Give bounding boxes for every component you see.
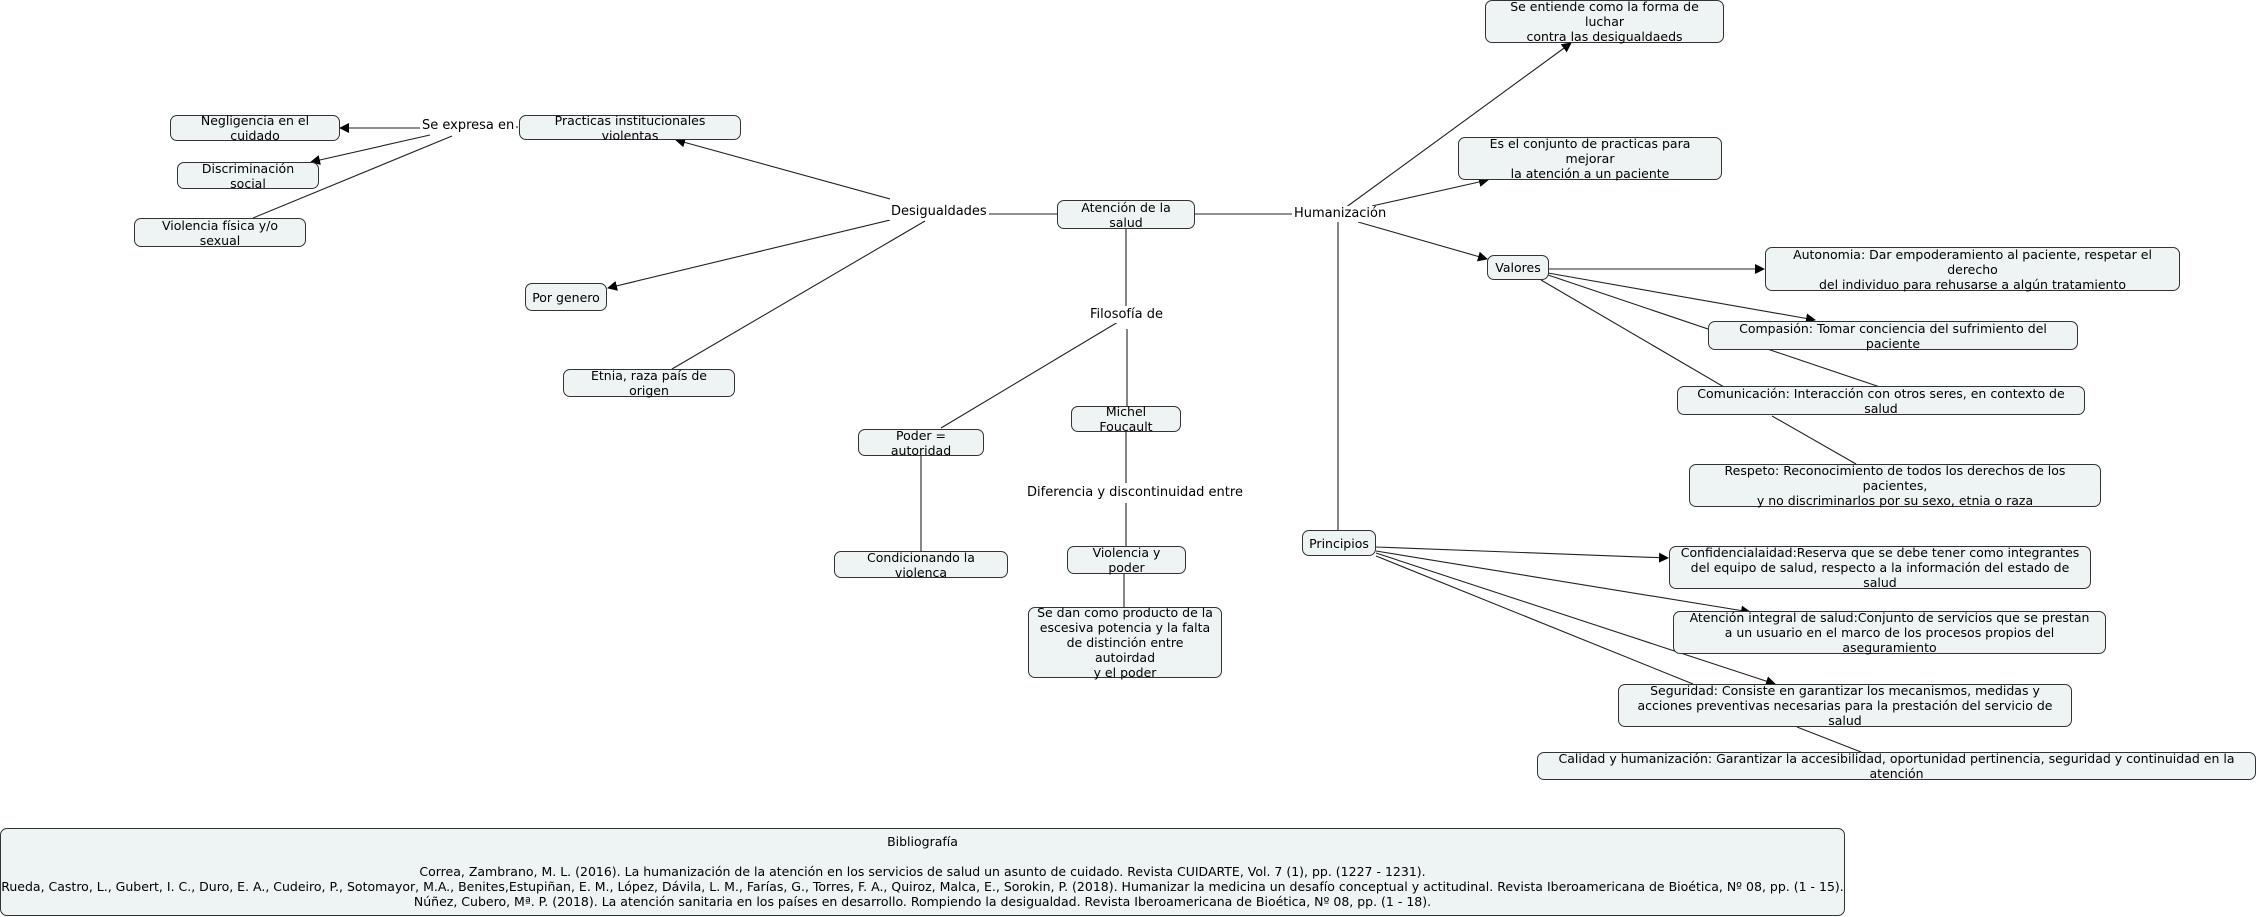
link-diferencia-discontinuidad: Diferencia y discontinuidad entre — [1025, 485, 1245, 501]
node-respeto[interactable]: Respeto: Reconocimiento de todos los der… — [1689, 463, 2101, 508]
node-comunicacion[interactable]: Comunicación: Interacción con otros sere… — [1677, 386, 2085, 416]
node-producto-potencia[interactable]: Se dan como producto de la escesiva pote… — [1028, 605, 1222, 680]
bibliography-ref: Rueda, Castro, L., Gubert, I. C., Duro, … — [1, 879, 1844, 894]
link-filosofia-de: Filosofía de — [1088, 307, 1165, 323]
node-forma-de-luchar[interactable]: Se entiende como la forma de luchar cont… — [1485, 0, 1724, 44]
node-seguridad[interactable]: Seguridad: Consiste en garantizar los me… — [1618, 683, 2072, 728]
bibliography-references: Correa, Zambrano, M. L. (2016). La human… — [1, 864, 1844, 909]
node-practicas-violentas[interactable]: Practicas institucionales violentas — [519, 113, 741, 143]
node-discriminacion[interactable]: Discriminación social — [177, 161, 319, 191]
node-principios[interactable]: Principios — [1302, 530, 1376, 556]
node-atencion-de-la-salud[interactable]: Atención de la salud — [1057, 200, 1195, 230]
node-violencia-fisica[interactable]: Violencia física y/o sexual — [134, 218, 306, 248]
bibliography-ref: Núñez, Cubero, Mª. P. (2018). La atenció… — [413, 894, 1432, 909]
bibliography-ref: Correa, Zambrano, M. L. (2016). La human… — [419, 864, 1426, 879]
node-compasion[interactable]: Compasión: Tomar conciencia del sufrimie… — [1708, 321, 2078, 351]
link-humanizacion: Humanización — [1292, 206, 1389, 222]
node-atencion-integral[interactable]: Atención integral de salud:Conjunto de s… — [1673, 610, 2106, 655]
node-confidencialidad[interactable]: Confidencialaidad:Reserva que se debe te… — [1669, 545, 2091, 590]
link-se-expresa-en: Se expresa en — [420, 118, 517, 134]
bibliography-title: Bibliografía — [887, 834, 958, 849]
bibliography-box: Bibliografía Correa, Zambrano, M. L. (20… — [0, 828, 1845, 916]
link-desigualdades: Desigualdades — [889, 204, 989, 220]
node-condicionando-violencia[interactable]: Condicionando la violenca — [834, 550, 1008, 580]
node-etnia-raza[interactable]: Etnia, raza país de origen — [563, 368, 735, 398]
node-por-genero[interactable]: Por genero — [525, 283, 607, 311]
node-negligencia[interactable]: Negligencia en el cuidado — [170, 113, 340, 143]
node-conjunto-practicas-mejorar[interactable]: Es el conjunto de practicas para mejorar… — [1458, 136, 1722, 181]
node-poder-autoridad[interactable]: Poder = autoridad — [858, 428, 984, 458]
node-valores[interactable]: Valores — [1487, 255, 1549, 280]
node-michel-foucault[interactable]: Michel Foucault — [1071, 404, 1181, 434]
node-calidad-humanizacion[interactable]: Calidad y humanización: Garantizar la ac… — [1537, 751, 2256, 781]
node-violencia-y-poder[interactable]: Violencia y poder — [1067, 545, 1186, 575]
node-autonomia[interactable]: Autonomia: Dar empoderamiento al pacient… — [1765, 247, 2180, 292]
